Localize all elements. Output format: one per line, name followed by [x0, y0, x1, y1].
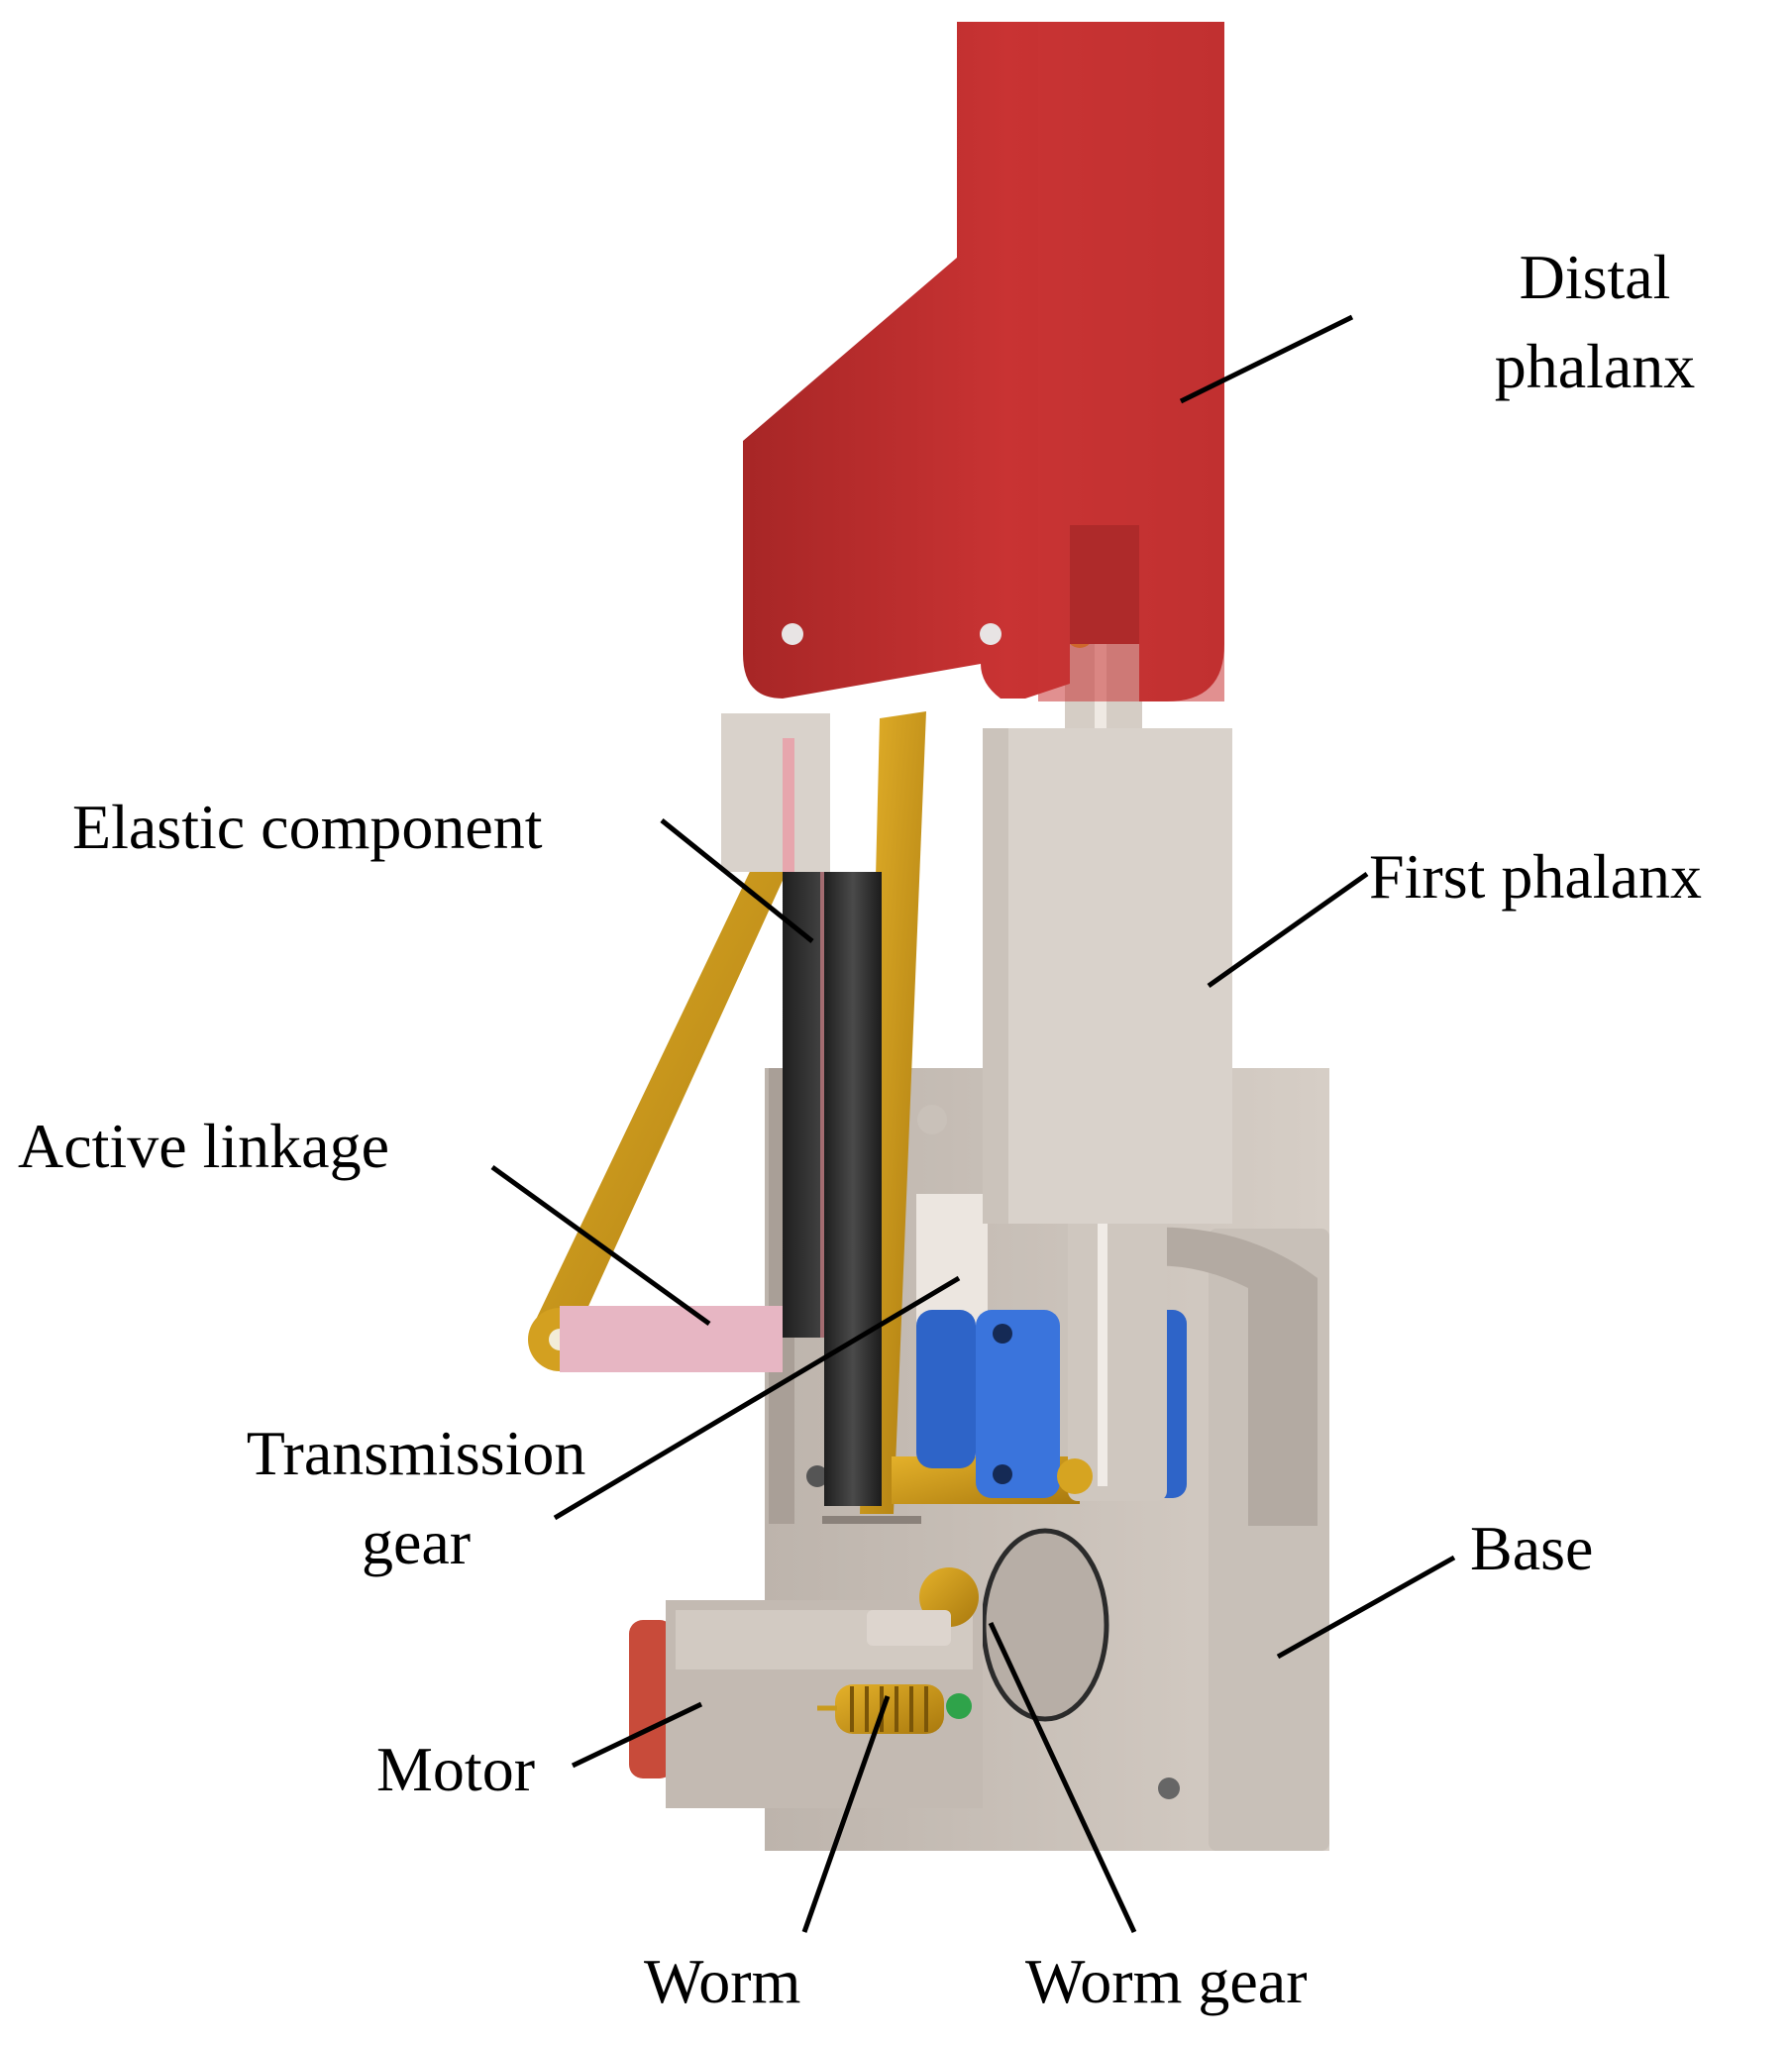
label-distal-phalanx: Distal phalanx [1436, 233, 1753, 411]
leader-first-phalanx [1207, 871, 1369, 989]
distal-phalanx-part [743, 22, 1224, 701]
elastic-component-part [721, 713, 882, 1506]
leader-motor [571, 1701, 703, 1769]
transmission-gear-part [892, 1105, 1187, 1504]
label-worm-gear: Worm gear [1025, 1946, 1308, 2016]
label-transmission-gear-line2: gear [361, 1507, 472, 1577]
leader-base [1276, 1555, 1456, 1660]
label-transmission-gear-line1: Transmission [246, 1418, 586, 1488]
label-motor: Motor [376, 1734, 535, 1804]
leader-transmission-gear [553, 1275, 961, 1521]
label-elastic-component: Elastic component [72, 792, 543, 862]
leader-elastic-component [660, 818, 814, 943]
label-distal-phalanx-line1: Distal [1519, 242, 1671, 312]
label-distal-phalanx-line2: phalanx [1494, 331, 1696, 401]
leader-worm [801, 1695, 891, 1933]
label-first-phalanx: First phalanx [1369, 841, 1702, 912]
leader-worm-gear [988, 1621, 1137, 1934]
leader-lines [490, 314, 1456, 1934]
label-active-linkage: Active linkage [18, 1111, 389, 1181]
worm-gear-part [867, 1567, 979, 1646]
label-transmission-gear: Transmission gear [198, 1409, 634, 1587]
label-base: Base [1470, 1513, 1594, 1583]
leader-distal-phalanx [1179, 314, 1354, 404]
first-phalanx-part [983, 590, 1232, 1501]
worm-part [817, 1684, 972, 1734]
label-worm: Worm [644, 1946, 801, 2016]
leader-active-linkage [490, 1164, 711, 1327]
